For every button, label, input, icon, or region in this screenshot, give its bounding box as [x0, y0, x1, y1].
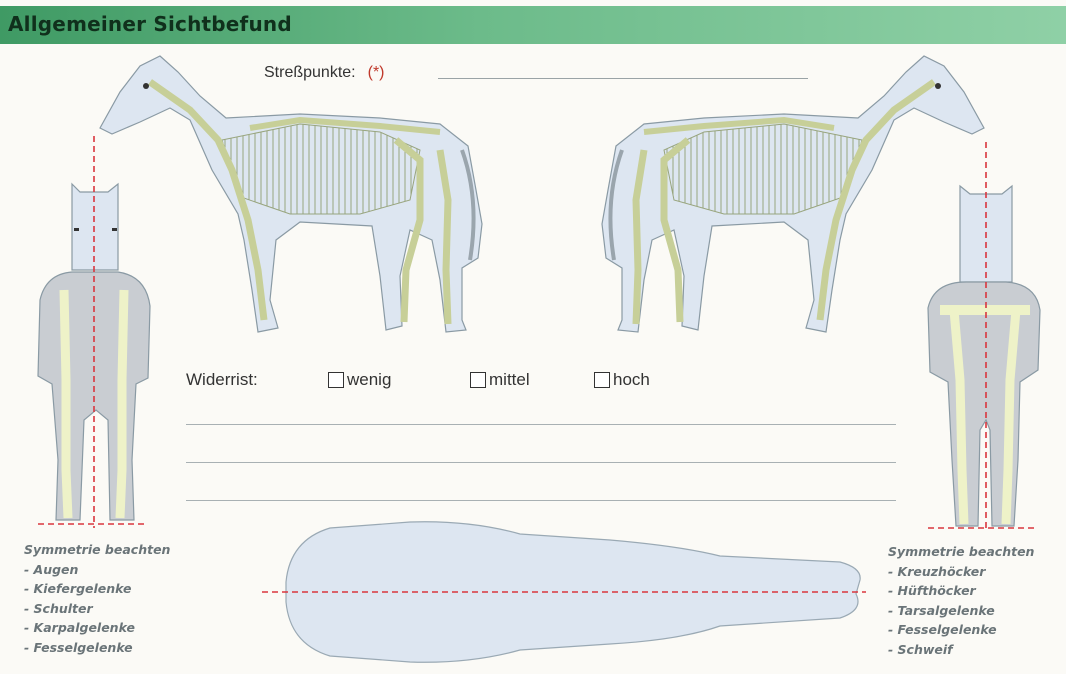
notes-item: - Schulter	[24, 599, 170, 619]
notes-item: - Augen	[24, 560, 170, 580]
notes-line[interactable]	[186, 424, 896, 425]
horse-left-side-view	[100, 56, 482, 332]
withers-label: Widerrist:	[186, 370, 258, 390]
notes-item: - Kreuzhöcker	[888, 562, 1034, 582]
checkbox[interactable]	[470, 372, 486, 388]
option-label: hoch	[613, 370, 650, 390]
stress-points-entry-line[interactable]	[438, 78, 808, 79]
symmetry-guides	[38, 136, 1036, 592]
notes-item: - Schweif	[888, 640, 1034, 660]
checkbox[interactable]	[328, 372, 344, 388]
front-symmetry-notes: Symmetrie beachten - Augen - Kiefergelen…	[24, 540, 170, 657]
horse-rear-view	[928, 186, 1040, 526]
option-label: mittel	[489, 370, 530, 390]
notes-item: - Kiefergelenke	[24, 579, 170, 599]
notes-item: - Tarsalgelenke	[888, 601, 1034, 621]
notes-item: - Fesselgelenke	[24, 638, 170, 658]
withers-option-hoch[interactable]: hoch	[594, 370, 650, 390]
checkbox[interactable]	[594, 372, 610, 388]
notes-item: - Hüfthöcker	[888, 581, 1034, 601]
notes-title: Symmetrie beachten	[24, 540, 170, 560]
option-label: wenig	[347, 370, 391, 390]
stress-points-label: Streßpunkte:	[264, 64, 356, 81]
withers-option-wenig[interactable]: wenig	[328, 370, 391, 390]
rear-symmetry-notes: Symmetrie beachten - Kreuzhöcker - Hüfth…	[888, 542, 1034, 659]
stress-points-mark: (*)	[368, 64, 385, 81]
withers-option-mittel[interactable]: mittel	[470, 370, 530, 390]
notes-line[interactable]	[186, 462, 896, 463]
notes-line[interactable]	[186, 500, 896, 501]
notes-item: - Fesselgelenke	[888, 620, 1034, 640]
stress-points-field: Streßpunkte: (*)	[264, 64, 385, 82]
horse-right-side-view	[602, 56, 984, 332]
notes-item: - Karpalgelenke	[24, 618, 170, 638]
notes-title: Symmetrie beachten	[888, 542, 1034, 562]
